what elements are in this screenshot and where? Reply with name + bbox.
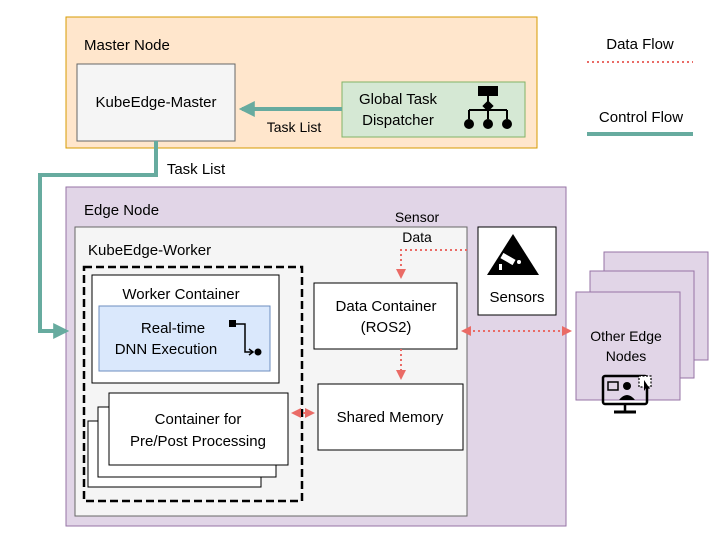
master-node: Master Node KubeEdge-Master Global Task … (65, 16, 538, 149)
legend-control-flow-label: Control Flow (599, 109, 683, 126)
legend-data-flow-label: Data Flow (606, 36, 674, 53)
dispatcher-label-line2: Dispatcher (362, 112, 434, 129)
sensors-label: Sensors (489, 289, 544, 306)
data-container-label-line2: (ROS2) (361, 319, 412, 336)
dispatcher-label-line1: Global Task (359, 91, 438, 108)
worker-pod-group (82, 265, 304, 503)
dnn-label-line1: Real-time (141, 320, 205, 337)
prepost-label-line2: Pre/Post Processing (130, 433, 266, 450)
other-edge-nodes: Other Edge Nodes (575, 251, 709, 414)
sensor-data-label-line1: Sensor (395, 209, 440, 225)
master-node-title: Master Node (84, 37, 170, 54)
sensor-data-label-line2: Data (402, 229, 432, 245)
kubeedge-master-label: KubeEdge-Master (96, 94, 217, 111)
other-edge-nodes-label-line2: Nodes (606, 348, 646, 364)
legend: Data Flow Control Flow (587, 36, 693, 136)
prepost-container-box (108, 392, 289, 466)
prepost-container-stack: Container for Pre/Post Processing (87, 392, 289, 488)
other-edge-nodes-box (575, 291, 681, 401)
sensor-to-data-container-flow (396, 249, 467, 279)
dnn-label-line2: DNN Execution (115, 341, 218, 358)
worker-container-label: Worker Container (122, 286, 239, 303)
data-container-box (313, 282, 458, 350)
security-camera-icon (487, 234, 539, 275)
monitor-user-icon (601, 374, 652, 414)
shared-memory-label: Shared Memory (337, 409, 444, 426)
edge-node-title: Edge Node (84, 202, 159, 219)
kubeedge-worker-title: KubeEdge-Worker (88, 242, 211, 259)
edge-node: Edge Node KubeEdge-Worker Worker Contain… (65, 186, 567, 527)
task-list-inner-label: Task List (267, 119, 322, 135)
flow-step-icon (229, 320, 262, 356)
dnn-execution-box (98, 305, 271, 372)
data-container-label-line1: Data Container (336, 298, 437, 315)
task-list-arrow-outer (38, 141, 158, 339)
kubeedge-master-box (76, 63, 236, 142)
task-list-outer-label: Task List (167, 161, 226, 178)
other-edge-nodes-label-line1: Other Edge (590, 328, 662, 344)
prepost-label-line1: Container for (155, 411, 242, 428)
shared-memory-box (317, 383, 464, 451)
